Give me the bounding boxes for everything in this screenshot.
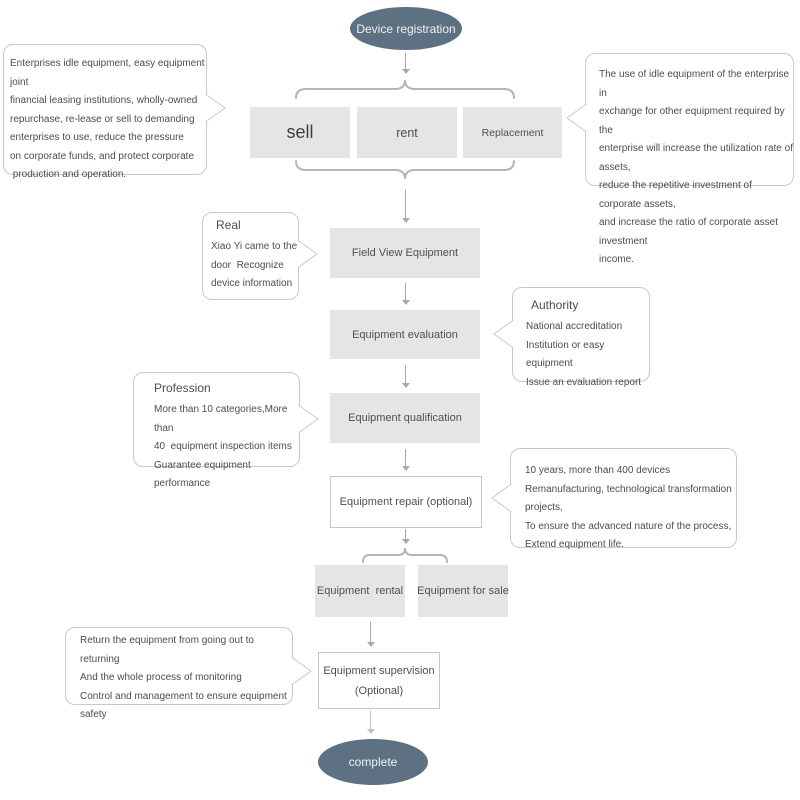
step-label: Field View Equipment bbox=[351, 247, 459, 259]
step-box-equipment-for-sale: Equipment for sale bbox=[417, 565, 509, 617]
step-box-field-view-equipment: Field View Equipment bbox=[330, 228, 480, 278]
callout-text-line: Xiao Yi came to the bbox=[211, 241, 298, 252]
callout-text-line: Institution or easy equipment bbox=[526, 339, 608, 370]
callout-text-line: Control and management to ensure equipme… bbox=[80, 690, 290, 721]
callout-text-line: And the whole process of monitoring bbox=[80, 672, 242, 683]
end-node-label: complete bbox=[348, 755, 398, 769]
option-box-replacement: Replacement bbox=[463, 107, 562, 158]
step-sublabel: (Optional) bbox=[354, 684, 404, 697]
arrow-head-icon bbox=[401, 69, 410, 74]
arrow-supervision-to-complete bbox=[366, 711, 375, 734]
callout-text-line: and increase the ratio of corporate asse… bbox=[599, 217, 781, 247]
arrow-head-icon bbox=[401, 539, 410, 544]
callout-text-line: Enterprises idle equipment, easy equipme… bbox=[10, 58, 208, 88]
brace-over-options-icon bbox=[295, 79, 515, 99]
arrow-repair-to-channels bbox=[401, 529, 410, 544]
callout-text-line: Guarantee equipment performance bbox=[154, 459, 254, 490]
step-box-equipment-repair-optional: Equipment repair (optional) bbox=[330, 476, 482, 528]
step-box-equipment-qualification: Equipment qualification bbox=[330, 393, 480, 443]
arrow-fieldview-to-evaluation bbox=[401, 283, 410, 305]
callout-text-line: Issue an evaluation report bbox=[526, 376, 642, 388]
step-label: Equipment qualification bbox=[348, 412, 462, 424]
callout-text-line: enterprise will increase the utilization… bbox=[599, 143, 796, 173]
callout-text-line: exchange for other equipment required by… bbox=[599, 106, 788, 136]
arrow-head-icon bbox=[401, 466, 410, 471]
step-label: Equipment evaluation bbox=[352, 328, 458, 341]
callout-supervision-note: Return the equipment from going out to r… bbox=[65, 627, 312, 720]
step-label: Equipment rental bbox=[316, 585, 404, 597]
callout-text-line: National accreditation bbox=[526, 321, 623, 332]
callout-pointer-left-icon bbox=[566, 103, 587, 133]
arrow-rental-to-supervision bbox=[366, 622, 375, 647]
callout-text-line: repurchase, re-lease or sell to demandin… bbox=[10, 113, 195, 125]
callout-text-line: enterprises to use, reduce the pressure bbox=[10, 132, 184, 143]
callout-authority: Authority National accreditation Institu… bbox=[493, 287, 650, 388]
callout-text-line: To ensure the advanced nature of the pro… bbox=[525, 520, 732, 532]
start-node-device-registration: Device registration bbox=[350, 7, 462, 50]
callout-text-line: The use of idle equipment of the enterpr… bbox=[599, 69, 792, 99]
callout-text-line: Return the equipment from going out to r… bbox=[80, 635, 257, 665]
option-box-sell: sell bbox=[250, 107, 350, 158]
callout-text-line: More than 10 categories,More than bbox=[154, 404, 291, 434]
arrow-head-icon bbox=[401, 218, 410, 223]
brace-over-channels-icon bbox=[362, 547, 448, 563]
callout-text-line: 40 equipment inspection items bbox=[154, 441, 292, 452]
callout-remanufacturing: 10 years, more than 400 devices Remanufa… bbox=[491, 448, 737, 550]
step-label: Equipment for sale bbox=[417, 585, 509, 597]
step-box-equipment-rental: Equipment rental bbox=[315, 565, 405, 617]
callout-pointer-left-icon bbox=[491, 483, 512, 513]
callout-text-line: reduce the repetitive investment of corp… bbox=[599, 180, 755, 210]
callout-pointer-right-icon bbox=[297, 239, 318, 269]
arrow-head-icon bbox=[401, 383, 410, 388]
arrow-options-to-fieldview bbox=[401, 190, 410, 223]
callout-pointer-right-icon bbox=[291, 656, 312, 686]
callout-pointer-right-icon bbox=[298, 404, 319, 434]
callout-idle-equipment: Enterprises idle equipment, easy equipme… bbox=[3, 44, 226, 180]
arrow-head-icon bbox=[366, 642, 375, 647]
callout-title: Profession bbox=[154, 381, 211, 395]
step-label: Equipment repair (optional) bbox=[339, 496, 473, 508]
callout-text-line: 10 years, more than 400 devices bbox=[525, 465, 671, 476]
callout-text-line: Extend equipment life. bbox=[525, 539, 624, 550]
option-label: Replacement bbox=[481, 126, 544, 139]
brace-under-options-icon bbox=[295, 160, 515, 180]
callout-real: Real Xiao Yi came to the door Recognize … bbox=[202, 212, 318, 300]
start-node-label: Device registration bbox=[356, 21, 456, 36]
arrow-registration-to-options bbox=[401, 53, 410, 74]
step-label: Equipment supervision bbox=[323, 664, 435, 677]
option-label: rent bbox=[396, 125, 418, 140]
callout-profession: Profession More than 10 categories,More … bbox=[133, 372, 319, 489]
arrow-head-icon bbox=[401, 300, 410, 305]
arrow-head-icon bbox=[366, 729, 375, 734]
end-node-complete: complete bbox=[318, 739, 428, 785]
callout-text-line: on corporate funds, and protect corporat… bbox=[10, 150, 195, 162]
option-box-rent: rent bbox=[357, 107, 457, 158]
callout-text-line: financial leasing institutions, wholly-o… bbox=[10, 95, 198, 106]
step-box-equipment-supervision-optional: Equipment supervision (Optional) bbox=[318, 652, 440, 709]
callout-title: Authority bbox=[531, 298, 579, 312]
arrow-qualification-to-repair bbox=[401, 449, 410, 471]
callout-text-line: production and operation. bbox=[10, 169, 127, 180]
callout-text-line: Remanufacturing, technological transform… bbox=[525, 483, 735, 514]
callout-pointer-right-icon bbox=[205, 93, 226, 123]
step-box-equipment-evaluation: Equipment evaluation bbox=[330, 310, 480, 359]
callout-text-line: device information bbox=[211, 278, 293, 289]
callout-exchange-benefits: The use of idle equipment of the enterpr… bbox=[566, 53, 796, 265]
callout-text-line: income. bbox=[599, 254, 635, 265]
arrow-evaluation-to-qualification bbox=[401, 365, 410, 388]
callout-title: Real bbox=[216, 218, 241, 232]
callout-text-line: door Recognize bbox=[211, 259, 284, 271]
callout-pointer-left-icon bbox=[493, 319, 514, 349]
option-label: sell bbox=[286, 122, 314, 142]
